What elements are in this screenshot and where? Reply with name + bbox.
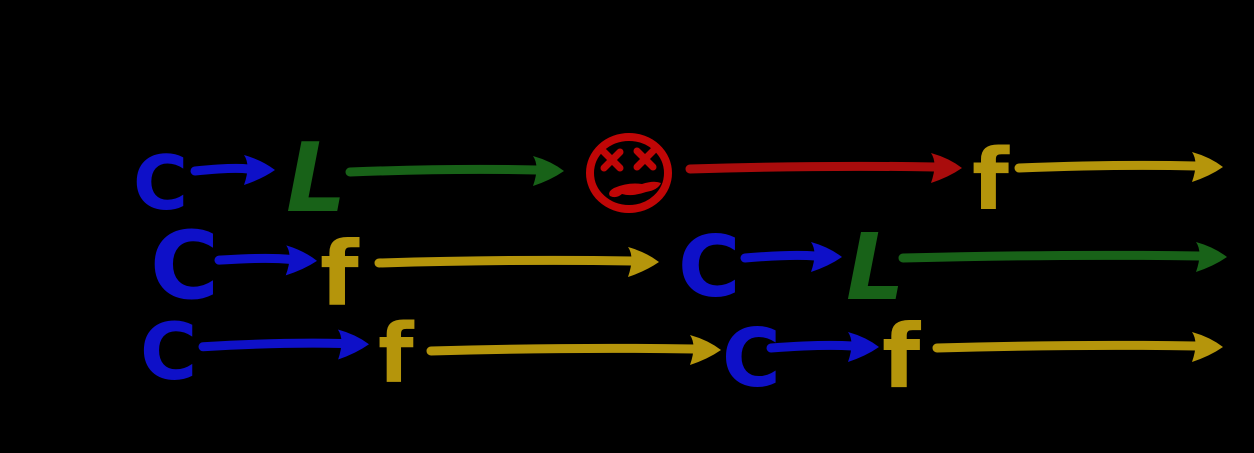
letter-f: f: [882, 305, 921, 408]
dead-face-icon: [584, 130, 676, 220]
letter-f: f: [972, 131, 1009, 230]
letter-f: f: [320, 222, 359, 326]
arrow-gold-icon: [1014, 148, 1226, 186]
letter-C: C: [678, 218, 741, 317]
letter-L: L: [846, 214, 905, 321]
arrow-blue-icon: [766, 328, 882, 366]
arrow-gold-icon: [374, 243, 662, 281]
letter-C: C: [722, 312, 781, 405]
arrow-blue-icon: [740, 238, 845, 276]
arrow-blue-icon: [214, 240, 321, 280]
arrow-gold-icon: [426, 331, 724, 369]
letter-C: C: [133, 139, 189, 227]
arrow-gold-icon: [932, 328, 1226, 366]
letter-C: C: [150, 212, 219, 321]
arrow-green-icon: [898, 238, 1230, 276]
letter-f: f: [378, 307, 414, 402]
letter-C: C: [140, 308, 198, 398]
arrow-green-icon: [345, 152, 567, 190]
arrow-red-icon: [685, 149, 965, 187]
arrow-blue-icon: [190, 151, 278, 189]
letter-L: L: [286, 124, 347, 234]
arrow-blue-icon: [198, 325, 372, 365]
